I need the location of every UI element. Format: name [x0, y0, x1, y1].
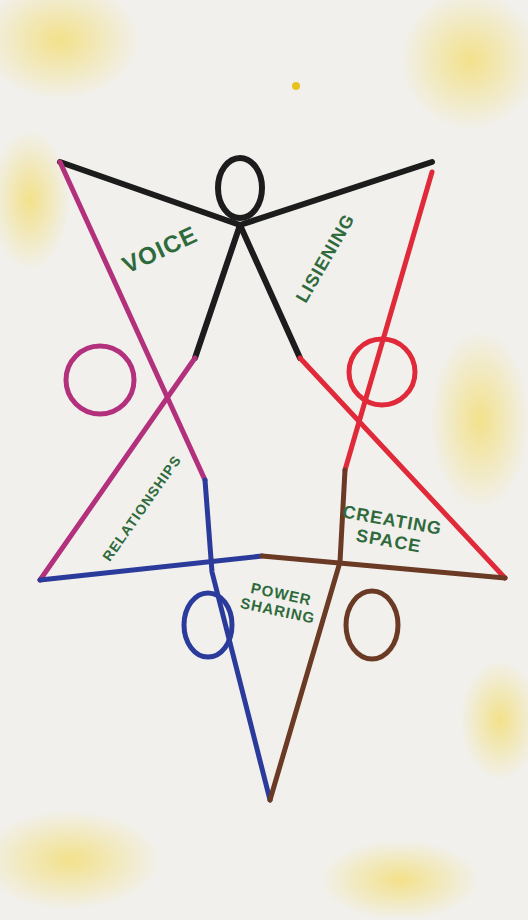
blue-figure	[40, 480, 270, 800]
hand-lettered-label: RELATIONSHIPS	[99, 452, 184, 564]
hand-lettered-label: POWER SHARING	[236, 576, 322, 627]
hand-lettered-label: LISIENING	[291, 210, 358, 306]
brown-figure	[262, 470, 505, 800]
magenta-figure	[40, 162, 205, 580]
black-figure	[60, 158, 432, 358]
hand-lettered-label: CREATING SPACE	[335, 501, 446, 560]
hand-lettered-label: VOICE	[118, 220, 202, 279]
